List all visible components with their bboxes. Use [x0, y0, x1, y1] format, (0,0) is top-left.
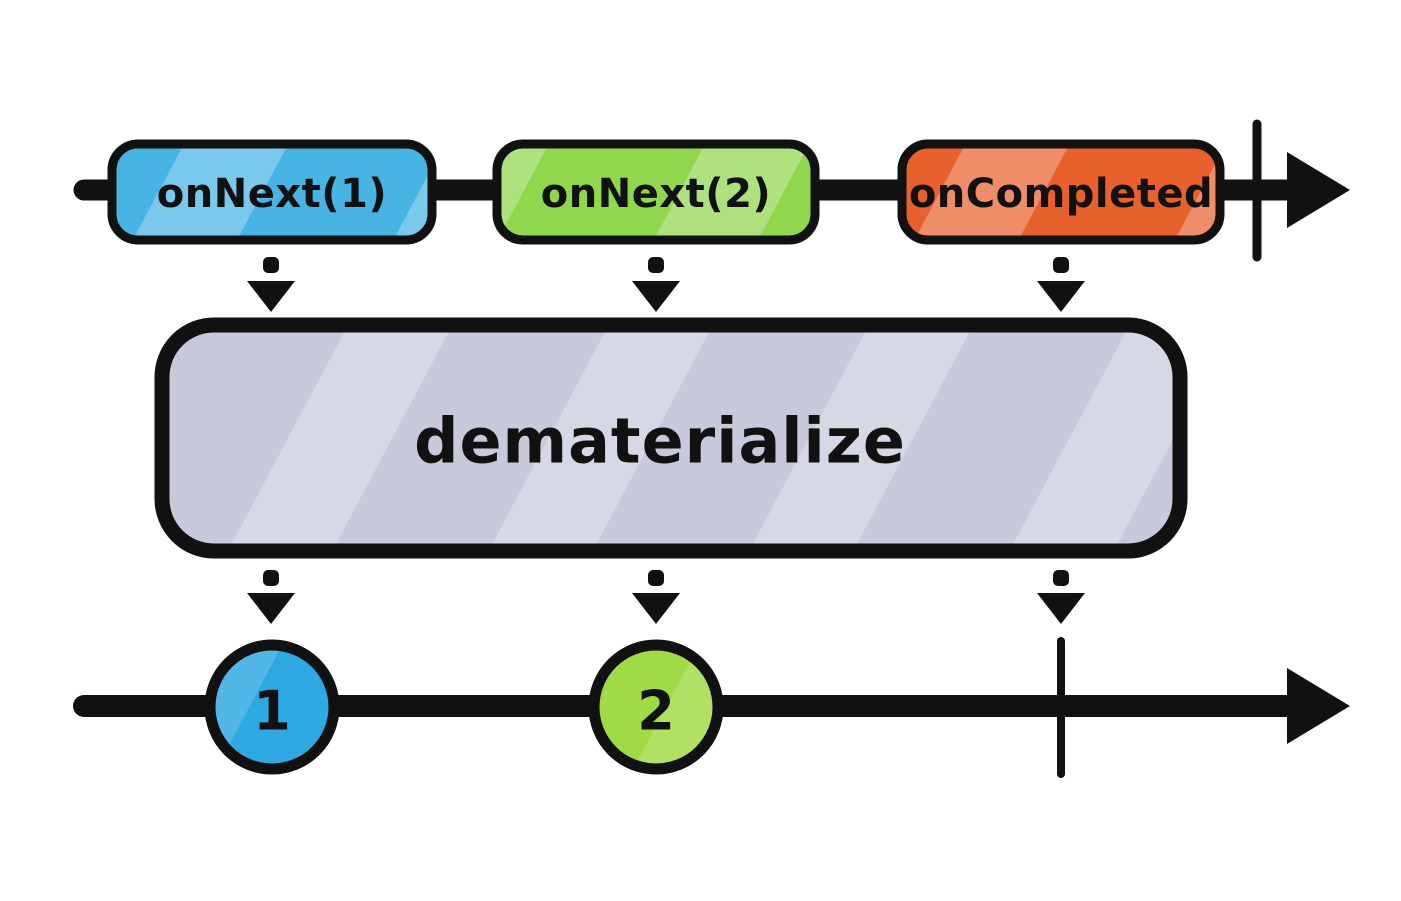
- source-event-oncompleted: onCompleted: [897, 139, 1225, 245]
- source-event-oncompleted-label: onCompleted: [909, 171, 1213, 217]
- input-arrow-3: [1037, 257, 1085, 312]
- output-marble-1: 1: [204, 639, 340, 775]
- output-timeline-arrowhead-icon: [1287, 668, 1350, 744]
- output-arrow-3-head-icon: [1037, 593, 1085, 624]
- output-marble-1-border: [204, 639, 340, 775]
- output-marble-2-border: [588, 639, 724, 775]
- input-arrow-1: [247, 257, 295, 312]
- output-arrow-2: [632, 570, 680, 624]
- operator-label: dematerialize: [414, 405, 906, 478]
- source-event-onnext-2-label: onNext(2): [541, 171, 771, 217]
- source-event-oncompleted-sheen: [902, 144, 1220, 240]
- source-event-onnext-1: onNext(1): [107, 139, 437, 245]
- output-marble-2-label: 2: [637, 680, 675, 743]
- output-arrow-2-head-icon: [632, 593, 680, 624]
- source-event-onnext-2: onNext(2): [492, 139, 820, 245]
- output-arrow-1-dot: [263, 570, 279, 586]
- output-marble-2: 2: [588, 639, 724, 775]
- source-event-oncompleted-border: [897, 139, 1225, 245]
- input-arrow-1-dot: [263, 257, 279, 273]
- source-event-onnext-1-sheen: [112, 144, 432, 240]
- output-arrow-3: [1037, 570, 1085, 624]
- output-arrow-3-dot: [1053, 570, 1069, 586]
- operator-box: dematerialize: [154, 317, 1188, 559]
- source-timeline-arrowhead-icon: [1287, 152, 1350, 228]
- operator-box-border: [154, 317, 1188, 559]
- output-marble-1-label: 1: [253, 680, 291, 743]
- source-event-onnext-1-label: onNext(1): [157, 171, 387, 217]
- source-event-onnext-1-border: [107, 139, 437, 245]
- input-arrow-1-head-icon: [247, 281, 295, 312]
- input-arrow-2-head-icon: [632, 281, 680, 312]
- source-event-onnext-2-sheen: [497, 144, 815, 240]
- source-event-onnext-2-border: [492, 139, 820, 245]
- operator-box-sheen: [162, 325, 1180, 551]
- output-marble-1-sheen: [210, 645, 334, 769]
- output-arrow-1-head-icon: [247, 593, 295, 624]
- input-arrow-3-dot: [1053, 257, 1069, 273]
- output-arrow-2-dot: [648, 570, 664, 586]
- output-marble-2-sheen: [594, 645, 718, 769]
- input-arrow-3-head-icon: [1037, 281, 1085, 312]
- input-arrow-2-dot: [648, 257, 664, 273]
- input-arrow-2: [632, 257, 680, 312]
- output-arrow-1: [247, 570, 295, 624]
